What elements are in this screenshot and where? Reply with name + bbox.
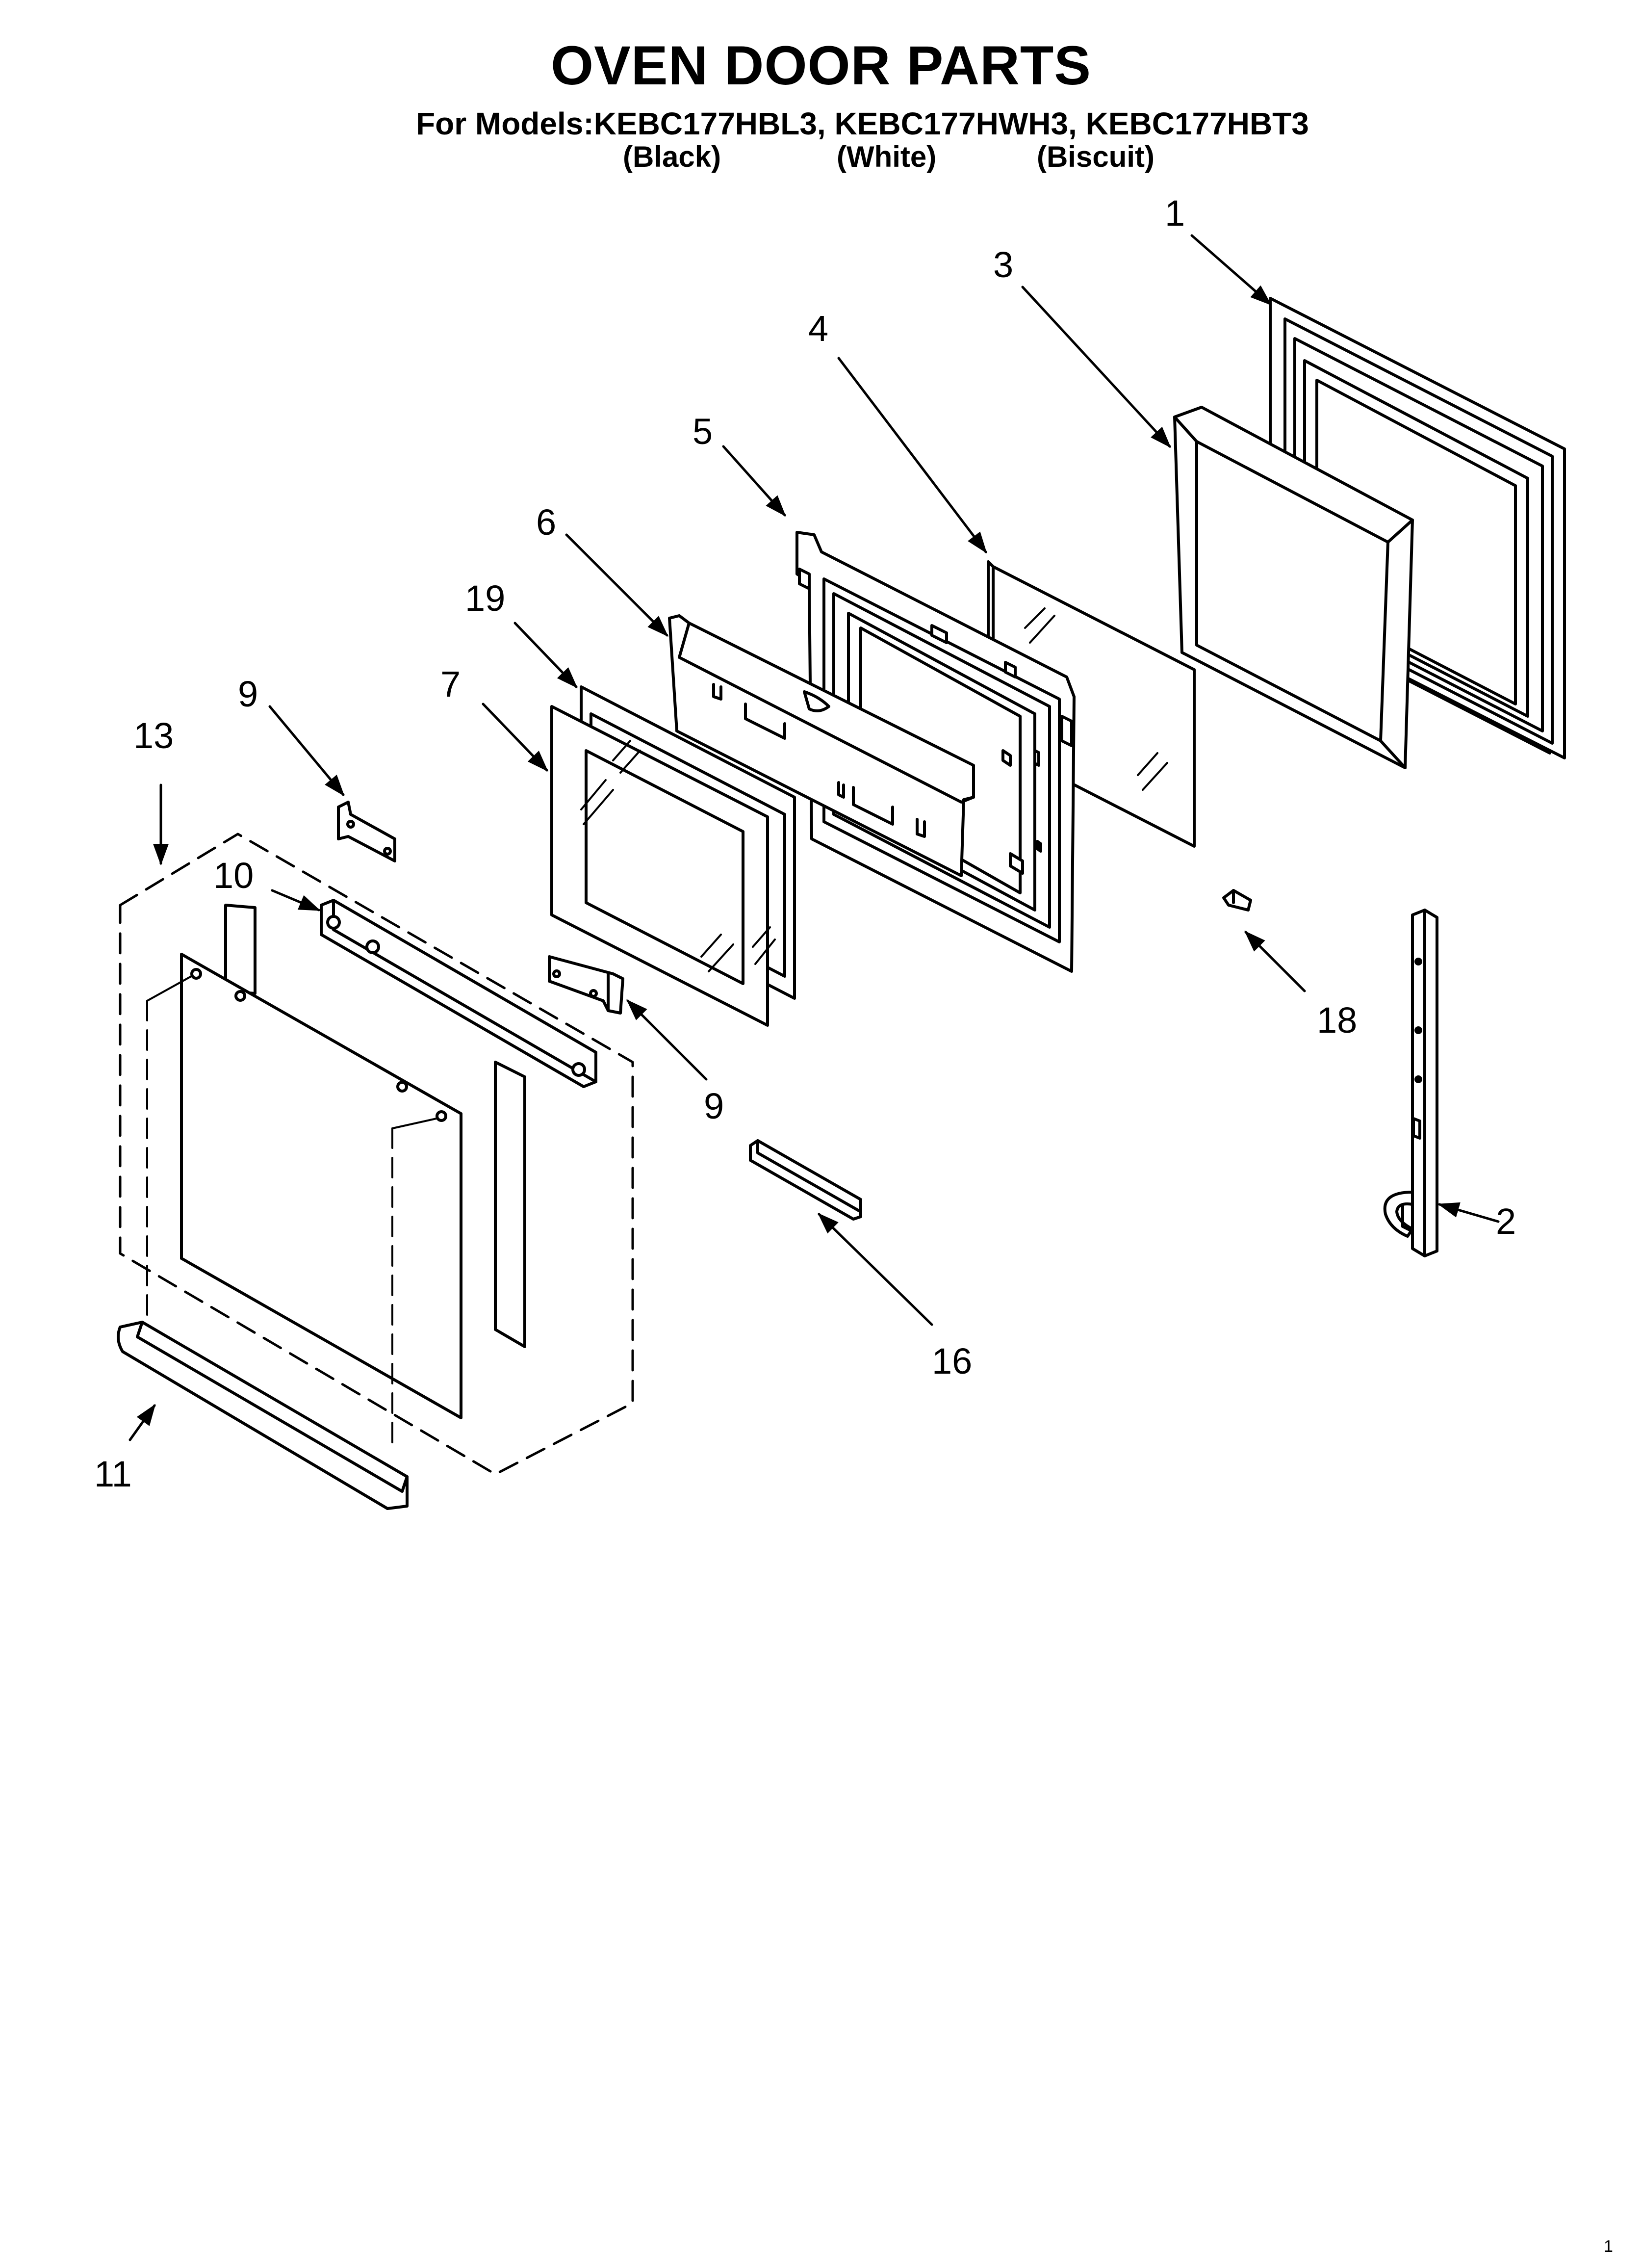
callout-13: 13	[133, 715, 174, 756]
part-7-middle-glass	[550, 705, 776, 1027]
callout-16: 16	[932, 1341, 972, 1382]
callout-18: 18	[1317, 1000, 1357, 1041]
part-3-door-frame	[1173, 406, 1414, 769]
part-9-upper-bracket	[337, 801, 396, 862]
part-11-trim	[117, 1321, 409, 1510]
part-16-vent-strip	[749, 1139, 862, 1221]
part-18-clip	[1222, 889, 1252, 912]
part-2-hinge-channel	[1383, 909, 1438, 1257]
callout-7: 7	[440, 664, 461, 704]
page-number: 1	[1604, 2237, 1613, 2256]
part-13-door-assembly-outline	[119, 833, 634, 1476]
callout-3: 3	[993, 244, 1013, 285]
diagram-title: OVEN DOOR PARTS	[551, 35, 1091, 96]
part-6-air-deflector	[668, 614, 975, 877]
part-10-spacer-bracket	[320, 899, 597, 1088]
color-label-black: (Black)	[623, 140, 721, 173]
color-label-biscuit: (Biscuit)	[1037, 140, 1155, 173]
part-9-lower-bracket	[548, 955, 624, 1015]
model-numbers: For Models:KEBC177HBL3, KEBC177HWH3, KEB…	[416, 106, 1309, 141]
callout-5: 5	[693, 411, 713, 452]
leader-arrows	[128, 234, 1500, 1441]
callout-9-lower: 9	[704, 1086, 724, 1126]
callout-6: 6	[536, 502, 556, 543]
callout-labels: 1 2 3 4 5 6 7 9 9 10 11 13 16 18 19	[94, 193, 1516, 1494]
callout-9-upper: 9	[238, 674, 258, 714]
callout-19: 19	[465, 578, 505, 619]
part-13-side-strips	[224, 904, 526, 1348]
callout-2: 2	[1496, 1201, 1516, 1242]
color-label-white: (White)	[837, 140, 937, 173]
part-13-outer-glass	[146, 953, 462, 1451]
callout-4: 4	[808, 308, 828, 349]
callout-1: 1	[1165, 193, 1185, 234]
callout-10: 10	[213, 855, 254, 896]
callout-11: 11	[94, 1454, 132, 1494]
